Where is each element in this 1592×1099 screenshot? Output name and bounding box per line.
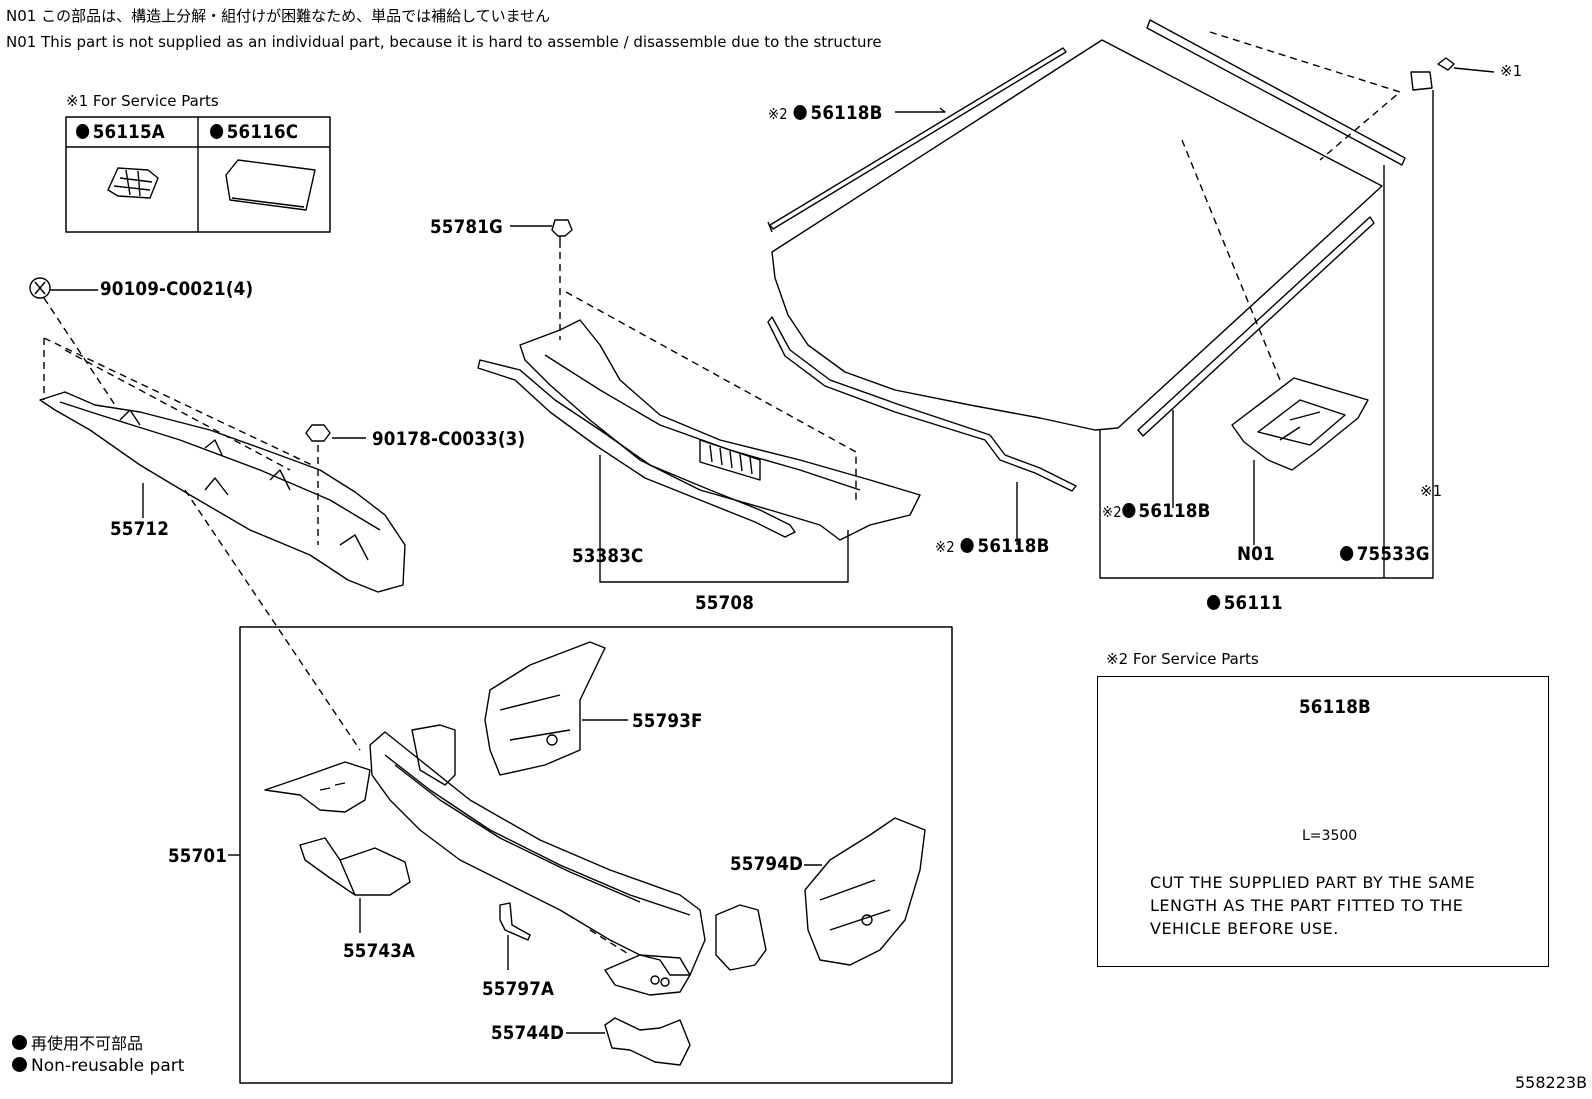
service2-instruction-line-2: LENGTH AS THE PART FITTED TO THE <box>1150 896 1464 915</box>
non-reusable-dot-icon <box>1207 595 1221 610</box>
moulding-bottom <box>767 316 1077 492</box>
panel-55793f <box>484 641 606 776</box>
moulding-top-left <box>769 47 1067 230</box>
label-55708: 55708 <box>695 592 755 614</box>
cowl-structure-55701 <box>369 731 706 976</box>
label-mark1-top: ※1 <box>1500 62 1523 80</box>
service2-instruction-line-1: CUT THE SUPPLIED PART BY THE SAME <box>1150 873 1476 892</box>
non-reusable-dot-icon <box>1121 503 1136 518</box>
label-55712: 55712 <box>110 518 170 540</box>
non-reusable-dot-icon <box>76 124 90 139</box>
non-reusable-dot-icon <box>12 1035 27 1050</box>
label-55794d: 55794D <box>730 853 804 875</box>
label-75533g: 75533G <box>1340 543 1430 565</box>
legend-english: Non-reusable part <box>12 1056 184 1076</box>
moulding-top-right <box>1146 19 1406 166</box>
label-55793f: 55793F <box>632 710 703 732</box>
figure-id: 558223B <box>1515 1073 1588 1092</box>
legend-japanese: 再使用不可部品 <box>12 1030 143 1054</box>
service2-title: ※2 For Service Parts <box>1106 650 1259 668</box>
service2-box <box>1097 676 1549 967</box>
label-n01: N01 <box>1237 543 1275 565</box>
cowl-top-55708 <box>519 319 921 541</box>
nut-90178 <box>305 424 331 442</box>
panel-55794d <box>804 817 926 966</box>
moulding-right-side <box>1137 216 1375 437</box>
label-53383c: 53383C <box>572 545 644 567</box>
service2-instruction-line-3: VEHICLE BEFORE USE. <box>1150 919 1339 938</box>
non-reusable-dot-icon <box>210 124 224 139</box>
bracket-55797a <box>499 902 531 941</box>
label-56111: 56111 <box>1207 592 1283 614</box>
note-n01-japanese: N01 この部品は、構造上分解・組付けが困難なため、単品では補給していません <box>6 7 551 25</box>
label-56118b-top: ※2 56118B <box>768 102 883 124</box>
label-55797a: 55797A <box>482 978 555 1000</box>
rain-sensor-bracket <box>1231 377 1369 471</box>
label-55701: 55701 <box>168 845 228 867</box>
label-55781g: 55781G <box>430 216 503 238</box>
service2-part: 56118B <box>1299 696 1371 718</box>
non-reusable-dot-icon <box>960 538 975 553</box>
bracket-55744d <box>604 1017 691 1066</box>
non-reusable-dot-icon <box>1340 546 1354 561</box>
label-90178: 90178-C0033(3) <box>372 428 526 450</box>
clip-55781g <box>551 219 573 237</box>
service1-part-b: 56116C <box>210 121 298 143</box>
cowl-panel-55712 <box>39 391 406 593</box>
label-55744d: 55744D <box>491 1022 565 1044</box>
windshield-glass <box>771 39 1383 431</box>
service1-title: ※1 For Service Parts <box>66 92 219 110</box>
non-reusable-dot-icon <box>793 105 808 120</box>
label-56118b-mid: ※2 56118B <box>935 535 1050 557</box>
service1-part-a: 56115A <box>76 121 165 143</box>
label-90109: 90109-C0021(4) <box>100 278 254 300</box>
clip-56116c-top <box>1437 57 1455 71</box>
note-n01-english: N01 This part is not supplied as an indi… <box>6 33 882 51</box>
seal-53383c <box>477 359 796 538</box>
bolt-90109 <box>29 277 51 299</box>
bracket-55743a <box>299 837 411 896</box>
label-55743a: 55743A <box>343 940 416 962</box>
label-mark1-side: ※1 <box>1420 482 1443 500</box>
non-reusable-dot-icon <box>12 1057 27 1072</box>
service2-length: L=3500 <box>1302 828 1358 844</box>
